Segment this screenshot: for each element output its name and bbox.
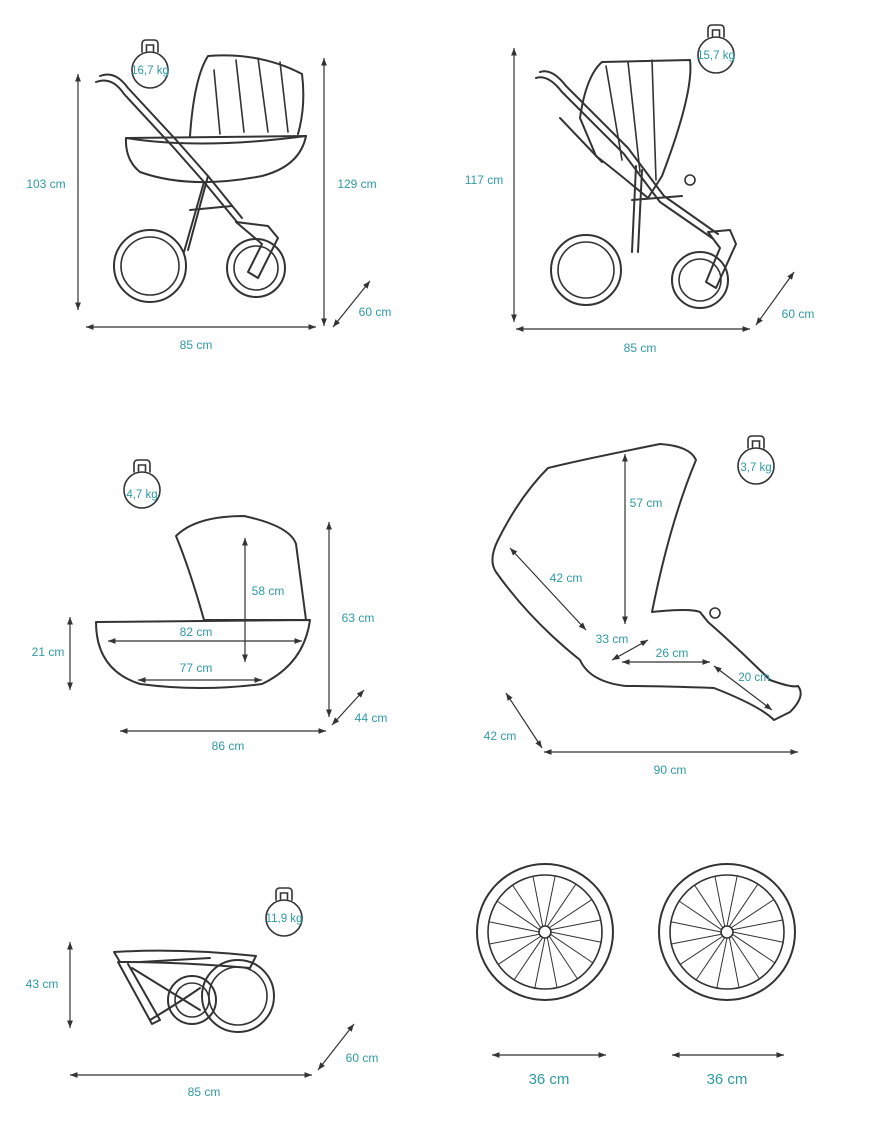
wheel-spoke [544,875,556,927]
wheel-spoke [714,876,726,927]
folded-frame: 11,9 kg 43 cm 60 cm 85 cm [26,887,379,1099]
backrest-height-label: 57 cm [630,496,663,510]
backrest-length-arrow [509,547,587,631]
wheel-spoke [728,883,759,927]
wheel-spoke [730,935,760,980]
weight-icon [265,887,303,937]
length-label: 85 cm [624,341,657,355]
front-wheel [476,863,614,1001]
height-label: 43 cm [26,977,59,991]
total-length-label: 90 cm [654,763,687,777]
weight-label: 15,7 kg [697,50,735,62]
weight-label: 11,9 kg [266,913,303,925]
carrycot-drawing [95,515,311,689]
length-label: 85 cm [180,338,213,352]
wheel-spoke [678,900,722,931]
wheel-spoke [732,931,784,943]
wheel-spoke [496,900,540,931]
total-height-label: 63 cm [342,611,375,625]
height-label: 117 cm [465,173,503,187]
length-label: 85 cm [188,1085,221,1099]
weight-icon [131,39,169,89]
wheel-spoke [488,921,540,933]
legrest-length-label: 20 cm [738,672,769,684]
wheel-spoke [679,935,724,965]
wheel-spoke [716,937,728,989]
folded-frame-drawing [113,949,275,1033]
depth-label: 60 cm [346,1051,379,1065]
wheel-spoke [548,935,578,980]
width-arrow [505,692,543,749]
seat-depth-label: 33 cm [596,632,629,646]
wheel-spoke [550,919,601,931]
body-height-label: 21 cm [32,645,65,659]
wheel-spoke [695,937,726,981]
wheel-spoke [550,931,602,943]
depth-arrow [332,280,371,328]
outer-length-label: 82 cm [180,625,213,639]
depth-arrow [317,1023,355,1071]
depth-arrow [755,271,795,326]
inner-length-label: 77 cm [180,661,213,675]
seat-unit: 3,7 kg 57 cm 42 cm 33 cm 26 cm 20 cm 42 … [484,435,802,777]
wheel-spoke [489,933,540,945]
carrycot-stroller-drawing [95,54,307,303]
handle-height-label: 103 cm [26,177,65,191]
total-height-label: 129 cm [337,177,376,191]
weight-label: 16,7 kg [131,65,169,77]
width-label: 42 cm [484,729,517,743]
weight-label: 4,7 kg [126,489,157,501]
rear-diameter-label: 36 cm [707,1071,748,1088]
depth-label: 60 cm [782,307,815,321]
inner-height-label: 58 cm [252,584,285,598]
wheel-spoke [497,935,542,965]
wheel-spoke [550,933,594,964]
wheel-spoke [532,876,544,927]
rear-wheel [658,863,796,1001]
total-length-label: 86 cm [212,739,245,753]
wheels: 36 cm 36 cm [476,863,796,1088]
wheel-spoke [546,937,558,988]
weight-label: 3,7 kg [740,462,771,474]
wheel-spoke [670,921,722,933]
seat-depth-arrow [611,639,649,661]
wheel-spoke [732,933,776,964]
wheel-spoke [726,875,738,927]
wheel-spoke [548,899,593,929]
stroller-with-seat: 15,7 kg 117 cm 60 cm 85 cm [465,24,815,355]
legrest-length-arrow [713,665,773,711]
seat-length-label: 26 cm [656,646,689,660]
weight-icon [737,435,775,485]
wheel-spoke [513,937,544,981]
wheel-spoke [546,883,577,927]
wheel-spoke [671,933,722,945]
width-arrow [331,689,365,726]
seat-unit-drawing [491,443,802,721]
seat-stroller-drawing [535,59,737,309]
wheel-spoke [694,884,724,929]
weight-icon [697,24,735,74]
carrycot: 4,7 kg 58 cm 82 cm 77 cm 21 cm 63 cm 44 … [32,459,388,753]
wheel-spoke [732,919,783,931]
backrest-length-label: 42 cm [550,571,583,585]
wheel-spoke [512,884,542,929]
wheel-spoke [534,937,546,989]
stroller-with-carrycot: 16,7 kg 103 cm 129 cm 60 cm 85 cm [26,39,392,352]
width-label: 44 cm [355,711,388,725]
depth-label: 60 cm [359,305,392,319]
wheel-spoke [728,937,740,988]
front-diameter-label: 36 cm [529,1071,570,1088]
wheel-spoke [730,899,775,929]
